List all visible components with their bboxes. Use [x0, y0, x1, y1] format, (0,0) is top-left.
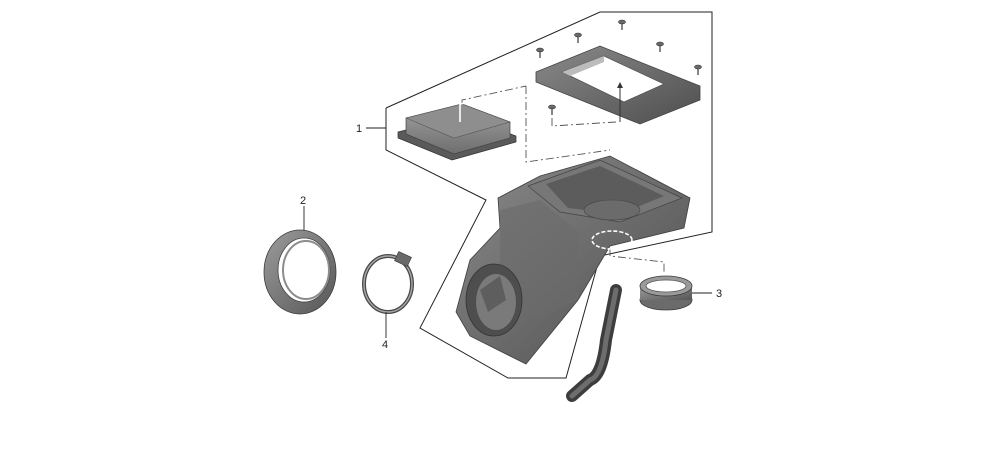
callout-1: 1 [356, 123, 362, 135]
breather-hose [566, 284, 622, 402]
screw-icon [548, 104, 556, 115]
air-filter [397, 101, 517, 161]
screw-icons [536, 19, 702, 115]
assembly-outline [385, 11, 713, 379]
leader-lines [303, 127, 712, 338]
screw-icon [656, 41, 664, 52]
callout-2: 2 [300, 195, 306, 207]
airbox-housing [455, 155, 691, 365]
screw-icon [536, 47, 544, 58]
rubber-ring-part-2 [263, 229, 337, 315]
hose-clamp-part-4 [362, 251, 414, 314]
screw-icon [694, 64, 702, 75]
sleeve-ring-part-3 [639, 275, 693, 311]
screw-icon [618, 19, 626, 30]
screw-icon [574, 32, 582, 43]
callout-4: 4 [382, 339, 388, 351]
callout-3: 3 [716, 288, 722, 300]
gasket-frame [535, 45, 701, 125]
